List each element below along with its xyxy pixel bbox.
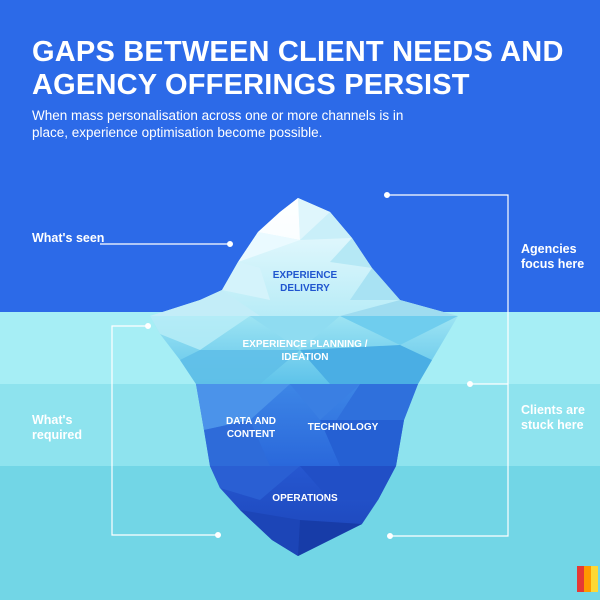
label-agencies-focus: Agencies focus here bbox=[521, 242, 585, 271]
agencies-bracket bbox=[384, 192, 509, 388]
layer-experience-planning: EXPERIENCE PLANNING / IDEATION bbox=[242, 339, 368, 363]
label-clients-stuck: Clients are stuck here bbox=[521, 403, 585, 432]
seen-pointer-line bbox=[100, 241, 234, 248]
layer-experience-delivery: EXPERIENCE DELIVERY bbox=[272, 270, 338, 294]
iceberg-upper-underwater bbox=[150, 316, 458, 384]
label-whats-seen: What's seen bbox=[32, 231, 105, 245]
page-title: GAPS BETWEEN CLIENT NEEDS AND AGENCY OFF… bbox=[32, 36, 564, 101]
layer-data-and-content: DATA AND CONTENT bbox=[226, 416, 276, 440]
label-whats-required: What's required bbox=[32, 413, 83, 442]
page-subtitle: When mass personalisation across one or … bbox=[32, 108, 404, 140]
iceberg-tip bbox=[150, 198, 458, 316]
iceberg-middle-underwater bbox=[196, 384, 418, 466]
layer-technology: TECHNOLOGY bbox=[307, 422, 379, 433]
logo-bar-orange bbox=[584, 566, 591, 592]
iceberg-deep-underwater bbox=[210, 466, 396, 556]
required-bracket bbox=[111, 323, 222, 538]
brand-logo bbox=[577, 566, 598, 592]
layer-operations: OPERATIONS bbox=[272, 493, 338, 504]
logo-bar-red bbox=[577, 566, 584, 592]
clients-bracket bbox=[387, 384, 509, 539]
logo-bar-yellow bbox=[591, 566, 598, 592]
